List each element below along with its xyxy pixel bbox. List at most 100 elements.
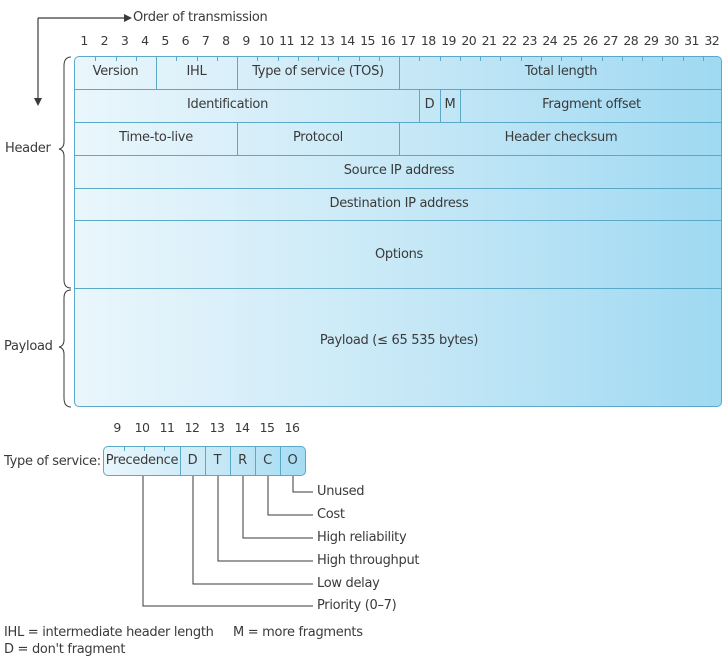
field-more-fragments-flag: M: [444, 97, 456, 112]
bit-tick: [480, 57, 481, 61]
tos-bit-number: 16: [284, 420, 300, 435]
bit-tick: [297, 57, 299, 61]
bit-number: 25: [562, 33, 578, 48]
bit-tick: [459, 57, 461, 61]
tos-precedence-cell: Precedence: [105, 453, 179, 468]
bit-number: 6: [181, 33, 190, 48]
tos-meaning-cost: Cost: [317, 507, 345, 522]
bit-tick: [621, 57, 623, 61]
bit-tick: [662, 57, 664, 61]
tos-meaning-low-delay: Low delay: [317, 576, 380, 591]
bit-tick: [358, 57, 360, 61]
type-of-service-label: Type of service:: [4, 454, 101, 469]
bit-tick: [216, 57, 218, 61]
bit-number: 15: [360, 33, 375, 48]
bit-number: 9: [242, 33, 250, 48]
field-divider: [419, 89, 420, 122]
bit-number: 7: [201, 33, 210, 48]
bit-tick: [601, 57, 603, 61]
field-type-of-service: Type of service (TOS): [252, 64, 384, 79]
bit-tick: [702, 57, 704, 61]
tos-bit-number: 11: [159, 420, 175, 435]
bit-number: 1: [80, 33, 88, 48]
field-options: Options: [374, 247, 424, 262]
row-divider: [75, 220, 721, 221]
bit-number: 24: [542, 33, 558, 48]
bit-tick: [561, 57, 562, 61]
bit-number: 14: [339, 33, 355, 48]
bit-tick: [500, 57, 502, 61]
bit-number: 23: [522, 33, 537, 48]
field-divider: [237, 122, 238, 155]
tos-d-cell: D: [187, 453, 198, 468]
field-divider: [399, 122, 400, 155]
bit-tick: [540, 57, 542, 61]
field-time-to-live: Time-to-live: [119, 130, 193, 145]
field-total-length: Total length: [524, 64, 598, 79]
field-source-ip-address: Source IP address: [343, 163, 455, 178]
field-divider: [440, 89, 441, 122]
bit-number: 30: [663, 33, 679, 48]
bit-number: 17: [400, 33, 416, 48]
row-divider: [75, 288, 721, 289]
field-divider: [156, 57, 157, 89]
bit-tick: [115, 57, 117, 61]
bit-number: 26: [582, 33, 598, 48]
legend-d: D = don't fragment: [4, 642, 126, 657]
bit-tick: [135, 57, 137, 61]
bit-number: 18: [420, 33, 436, 48]
bit-number: 13: [319, 33, 335, 48]
legend-ihl: IHL = intermediate header length: [4, 625, 214, 640]
bit-number: 31: [684, 33, 699, 48]
ip-datagram-diagram: Version IHL Type of service (TOS) Total …: [74, 56, 722, 407]
row-divider: [75, 188, 721, 189]
bit-tick: [682, 57, 684, 61]
row-divider: [75, 122, 721, 123]
tos-c-cell: C: [263, 453, 272, 468]
order-arrows: [34, 14, 132, 106]
bit-tick: [581, 57, 583, 61]
field-destination-ip-address: Destination IP address: [329, 196, 469, 211]
bit-number: 21: [481, 33, 497, 48]
bit-number: 5: [161, 33, 169, 48]
bit-number: 28: [623, 33, 639, 48]
bit-number: 29: [643, 33, 659, 48]
field-ihl: IHL: [186, 64, 207, 79]
field-header-checksum: Header checksum: [504, 130, 618, 145]
tos-bit-number: 15: [259, 420, 275, 435]
payload-label: Payload: [4, 339, 53, 354]
bit-tick: [257, 57, 259, 61]
bit-number: 8: [222, 33, 230, 48]
field-divider: [460, 89, 461, 122]
field-divider: [399, 57, 400, 89]
bit-tick: [95, 57, 97, 61]
bit-tick: [419, 57, 421, 61]
bit-tick: [277, 57, 279, 61]
field-version: Version: [92, 64, 139, 79]
bit-tick: [642, 57, 643, 61]
field-dont-fragment-flag: D: [424, 97, 435, 112]
bit-number: 4: [141, 33, 149, 48]
tos-bit-number: 14: [234, 420, 250, 435]
bit-tick: [196, 57, 198, 61]
tos-meaning-priority: Priority (0–7): [317, 598, 397, 613]
bit-number: 32: [704, 33, 720, 48]
tos-meaning-unused: Unused: [317, 484, 365, 499]
bit-number: 22: [501, 33, 517, 48]
bit-number: 19: [441, 33, 456, 48]
bit-tick: [520, 57, 522, 61]
header-label: Header: [5, 141, 51, 156]
row-divider: [75, 155, 721, 156]
tos-bit-number: 10: [134, 420, 150, 435]
tos-byte-diagram: Precedence D T R C O: [103, 446, 306, 476]
field-fragment-offset: Fragment offset: [542, 97, 641, 112]
field-identification: Identification: [186, 97, 269, 112]
legend-m: M = more fragments: [233, 625, 363, 640]
field-divider: [237, 57, 238, 89]
tos-bit-number: 13: [209, 420, 225, 435]
tos-bit-number: 9: [113, 420, 121, 435]
order-of-transmission-label: Order of transmission: [133, 10, 268, 25]
bit-tick: [338, 57, 340, 61]
bit-number: 20: [461, 33, 477, 48]
